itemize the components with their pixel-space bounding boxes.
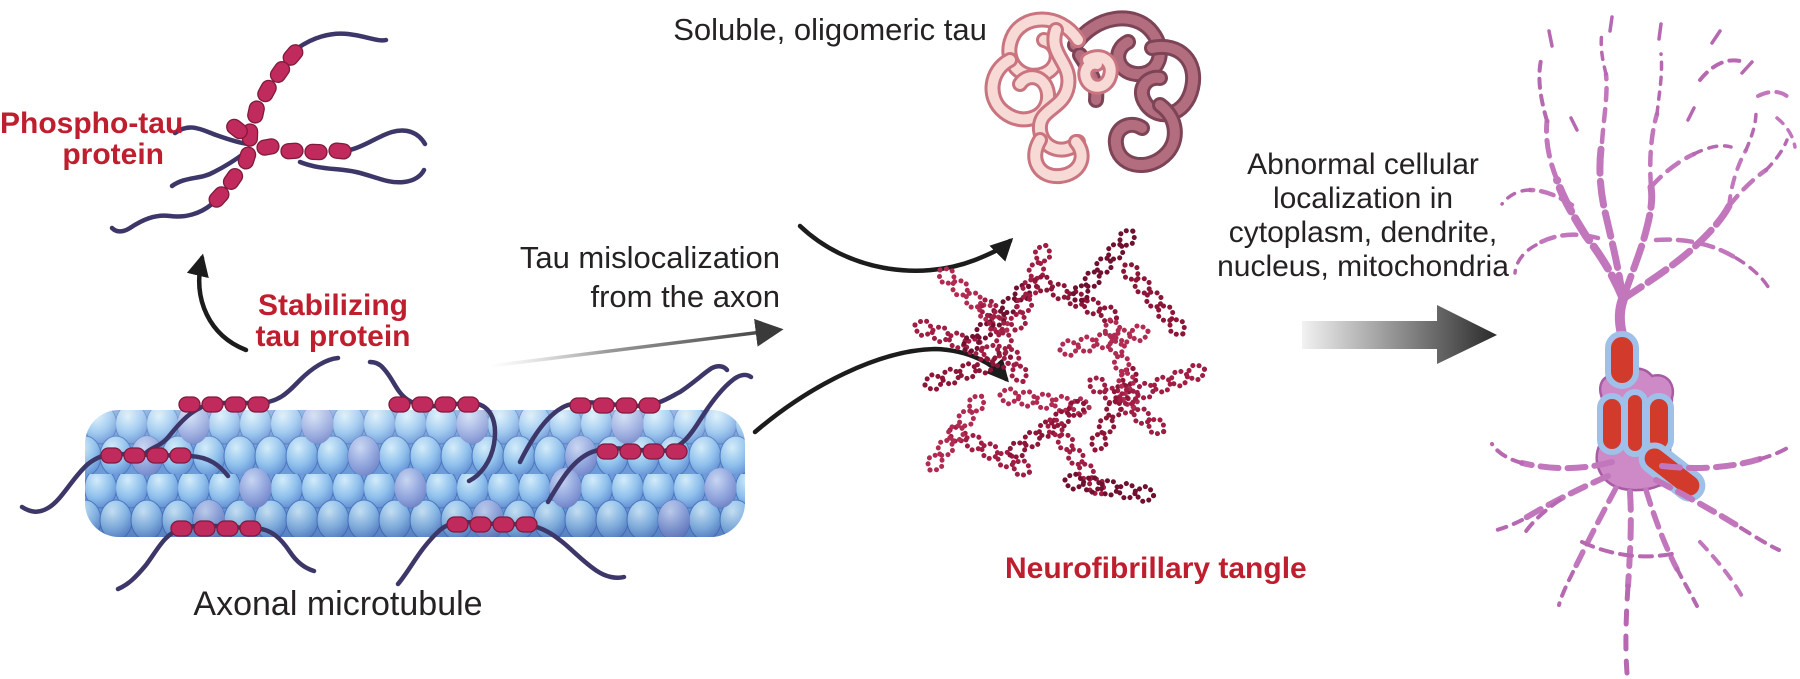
stabilizing-tau-protein-label: Stabilizing tau protein [238, 290, 428, 352]
abnormal-localization-label: Abnormal cellular localization in cytopl… [1213, 148, 1513, 284]
abnormal-label-line4: nucleus, mitochondria [1217, 250, 1509, 283]
stabilizing-tau-arrow [186, 253, 249, 353]
neurofibrillary-tangle-label: Neurofibrillary tangle [1005, 552, 1307, 585]
neuron-basal-dendrites-and-axon [1490, 442, 1794, 676]
progression-arrow [1302, 305, 1497, 364]
arrow-to-neurofibrillary-tangle [752, 346, 1009, 435]
arrow-to-oligomeric-tau [797, 223, 1014, 273]
abnormal-label-line3: cytoplasm, dendrite, [1228, 216, 1498, 249]
mislocalization-label-line2: from the axon [590, 279, 780, 314]
phospho-tau-cluster-illustration [109, 31, 428, 234]
phospho-tau-label-line2: protein [62, 138, 164, 171]
soluble-oligomeric-tau-label: Soluble, oligomeric tau [673, 12, 987, 47]
tau-mislocalization-label: Tau mislocalization from the axon [480, 238, 780, 316]
oligomeric-tau-illustration [984, 10, 1202, 185]
phospho-tau-protein-label: Phospho-tau protein [0, 107, 184, 171]
phospho-tau-label-line1: Phospho-tau [0, 107, 184, 140]
mislocalization-arrow [489, 318, 784, 368]
microtubule-tau-proteins [19, 355, 754, 592]
abnormal-label-line1: Abnormal cellular [1247, 148, 1479, 181]
neuron-apical-dendrites [1500, 15, 1797, 339]
stabilizing-label-line1: Stabilizing [258, 289, 408, 322]
axonal-microtubule-label: Axonal microtubule [193, 585, 483, 623]
stabilizing-label-line2: tau protein [255, 320, 411, 353]
mislocalization-label-line1: Tau mislocalization [519, 240, 780, 275]
abnormal-label-line2: localization in [1272, 182, 1454, 215]
microtubule-illustration [85, 410, 745, 537]
neuron-illustration [1490, 15, 1797, 676]
